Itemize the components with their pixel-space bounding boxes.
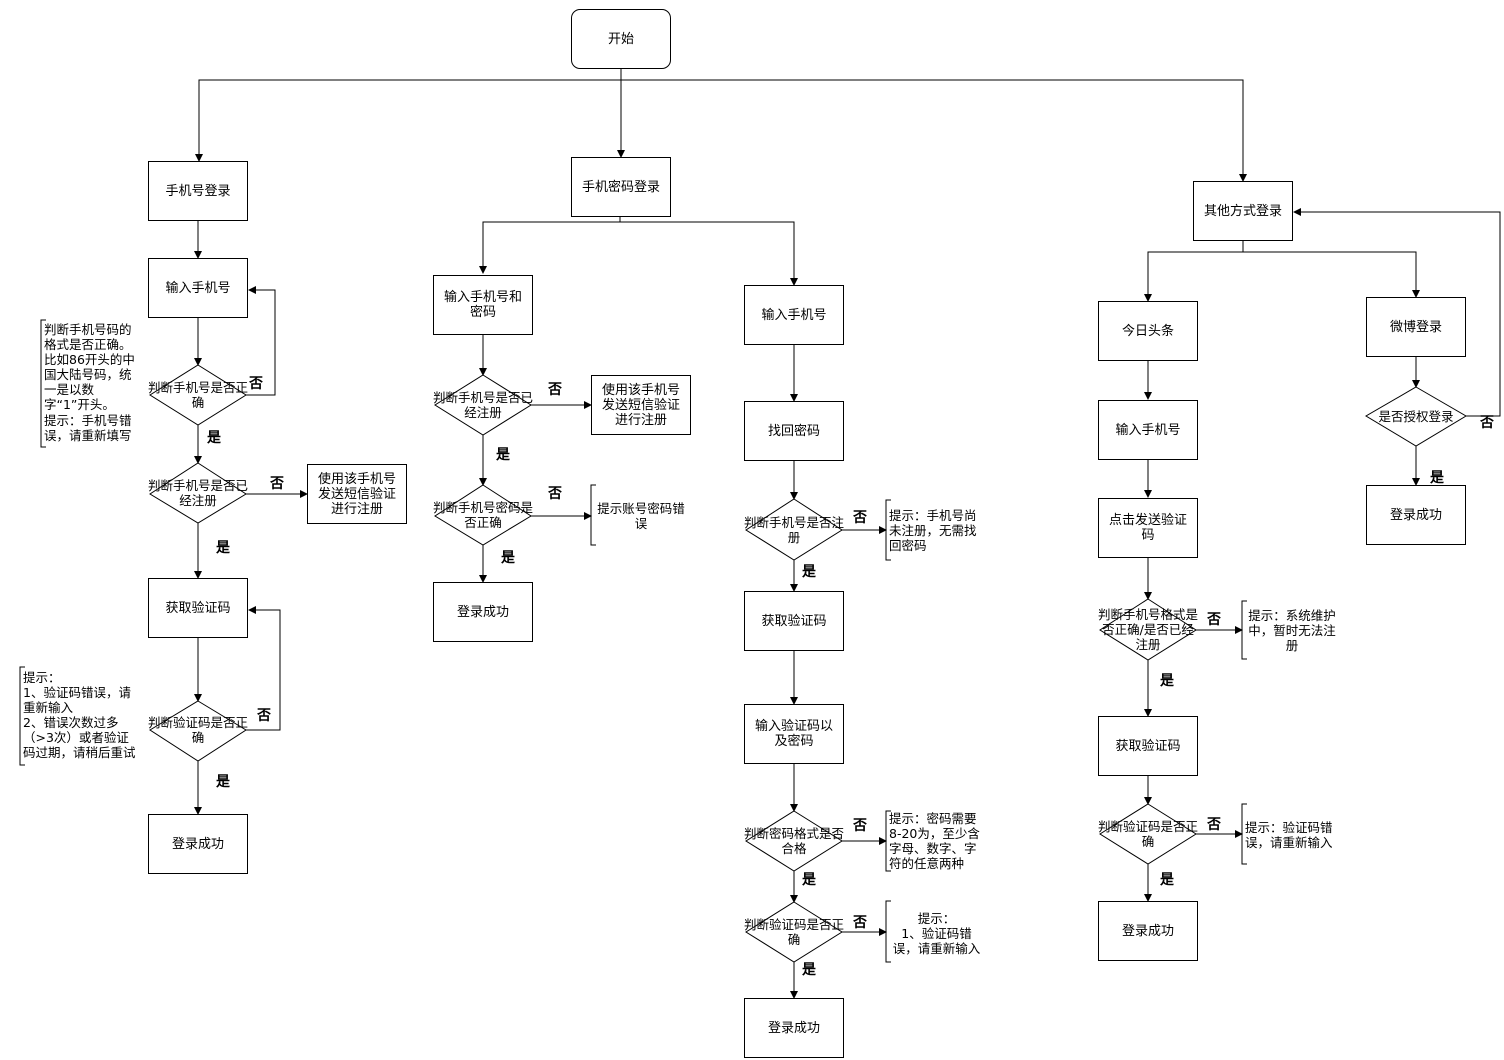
phone-login-node: 手机号登录 bbox=[148, 161, 248, 221]
c-code-tip: 提示： 1、验证码错误，请重新输入 bbox=[892, 911, 981, 956]
b-pwd-no-label: 否 bbox=[548, 486, 562, 502]
c-unregistered-tip: 提示：手机号尚未注册，无需找回密码 bbox=[889, 508, 977, 553]
bracket-d-code bbox=[1241, 803, 1247, 865]
edge-e-no-loop bbox=[1293, 208, 1501, 417]
a-register-node: 使用该手机号发送短信验证进行注册 bbox=[307, 464, 407, 524]
d-send-code-node: 点击发送验证码 bbox=[1098, 498, 1198, 558]
e-weibo-node: 微博登录 bbox=[1366, 297, 1466, 357]
bracket-a-format bbox=[40, 319, 46, 448]
a-input-phone-node: 输入手机号 bbox=[148, 258, 248, 318]
edge-a-code-loop bbox=[246, 606, 281, 731]
b-pwd-yes-label: 是 bbox=[501, 550, 515, 566]
diamond-a-registered bbox=[149, 462, 247, 524]
bracket-c-code bbox=[885, 900, 891, 963]
diamond-d-code bbox=[1099, 803, 1197, 865]
c-input-phone-node: 输入手机号 bbox=[744, 285, 844, 345]
c-success-node: 登录成功 bbox=[744, 998, 844, 1058]
c-code-yes-label: 是 bbox=[802, 962, 816, 978]
a-get-code-node: 获取验证码 bbox=[148, 578, 248, 638]
c-input-code-pwd-node: 输入验证码以及密码 bbox=[744, 704, 844, 764]
edge-d-split-right bbox=[1242, 241, 1420, 298]
a-registered-yes-label: 是 bbox=[216, 540, 230, 556]
edge-b-split-right bbox=[619, 217, 798, 286]
edge-start-phone-login bbox=[195, 69, 622, 162]
phone-pwd-login-node: 手机密码登录 bbox=[571, 157, 671, 217]
c-code-no-label: 否 bbox=[853, 915, 867, 931]
d-maintenance-tip: 提示：系统维护中，暂时无法注册 bbox=[1248, 608, 1336, 653]
a-code-no-label: 否 bbox=[257, 708, 271, 724]
b-registered-yes-label: 是 bbox=[496, 447, 510, 463]
diamond-b-registered bbox=[434, 374, 532, 436]
b-success-node: 登录成功 bbox=[433, 582, 533, 642]
d-success-node: 登录成功 bbox=[1098, 901, 1198, 961]
d-input-phone-node: 输入手机号 bbox=[1098, 400, 1198, 460]
bracket-b-pwd bbox=[590, 484, 596, 546]
a-format-no-label: 否 bbox=[249, 376, 263, 392]
a-code-tip: 提示： 1、验证码错误，请重新输入 2、错误次数过多（>3次）或者验证码过期，请… bbox=[23, 670, 136, 760]
bracket-c-pwd bbox=[885, 810, 891, 872]
edge-a-no-loop bbox=[246, 286, 276, 396]
b-register-node: 使用该手机号发送短信验证进行注册 bbox=[591, 375, 691, 435]
diamond-a-format bbox=[149, 364, 247, 426]
diamond-c-registered bbox=[745, 498, 843, 561]
edge-start-other-login bbox=[620, 69, 1247, 182]
diamond-b-pwd bbox=[434, 484, 532, 546]
d-get-code-node: 获取验证码 bbox=[1098, 716, 1198, 776]
a-registered-no-label: 否 bbox=[270, 476, 284, 492]
c-find-pwd-node: 找回密码 bbox=[744, 401, 844, 461]
c-registered-yes-label: 是 bbox=[802, 564, 816, 580]
c-pwd-tip: 提示：密码需要8-20为，至少含字母、数字、字符的任意两种 bbox=[889, 811, 980, 871]
e-success-node: 登录成功 bbox=[1366, 485, 1466, 545]
b-pwd-error-tip: 提示账号密码错误 bbox=[597, 501, 685, 531]
diamond-e-auth bbox=[1365, 386, 1467, 447]
d-code-tip: 提示：验证码错误，请重新输入 bbox=[1245, 820, 1333, 850]
b-input-phone-pwd-node: 输入手机号和密码 bbox=[433, 275, 533, 335]
bracket-c-unreg bbox=[885, 499, 891, 561]
d-phone-yes-label: 是 bbox=[1160, 673, 1174, 689]
start-node: 开始 bbox=[571, 9, 671, 69]
diamond-d-phone bbox=[1099, 598, 1197, 661]
c-pwd-format-no-label: 否 bbox=[853, 818, 867, 834]
c-registered-no-label: 否 bbox=[853, 510, 867, 526]
e-auth-yes-label: 是 bbox=[1430, 470, 1444, 486]
diamond-c-pwd-format bbox=[745, 810, 843, 872]
e-auth-no-label: 否 bbox=[1480, 415, 1494, 431]
other-login-node: 其他方式登录 bbox=[1193, 181, 1293, 241]
bracket-d-maint bbox=[1241, 600, 1247, 660]
diamond-c-code bbox=[745, 901, 843, 963]
d-phone-no-label: 否 bbox=[1207, 612, 1221, 628]
b-registered-no-label: 否 bbox=[548, 382, 562, 398]
a-format-yes-label: 是 bbox=[207, 430, 221, 446]
d-code-no-label: 否 bbox=[1207, 817, 1221, 833]
c-pwd-format-yes-label: 是 bbox=[802, 872, 816, 888]
edge-d-split-left bbox=[1144, 241, 1244, 302]
a-success-node: 登录成功 bbox=[148, 814, 248, 874]
a-code-yes-label: 是 bbox=[216, 774, 230, 790]
d-code-yes-label: 是 bbox=[1160, 872, 1174, 888]
c-get-code-node: 获取验证码 bbox=[744, 591, 844, 651]
d-toutiao-node: 今日头条 bbox=[1098, 301, 1198, 361]
a-format-note: 判断手机号码的格式是否正确。比如86开头的中国大陆号码，统一是以数字“1”开头。 bbox=[44, 322, 135, 412]
a-format-tip: 提示：手机号错误，请重新填写 bbox=[44, 413, 132, 443]
edge-b-split-left bbox=[479, 217, 621, 274]
bracket-a-code bbox=[19, 666, 25, 766]
diamond-a-code bbox=[149, 700, 247, 762]
